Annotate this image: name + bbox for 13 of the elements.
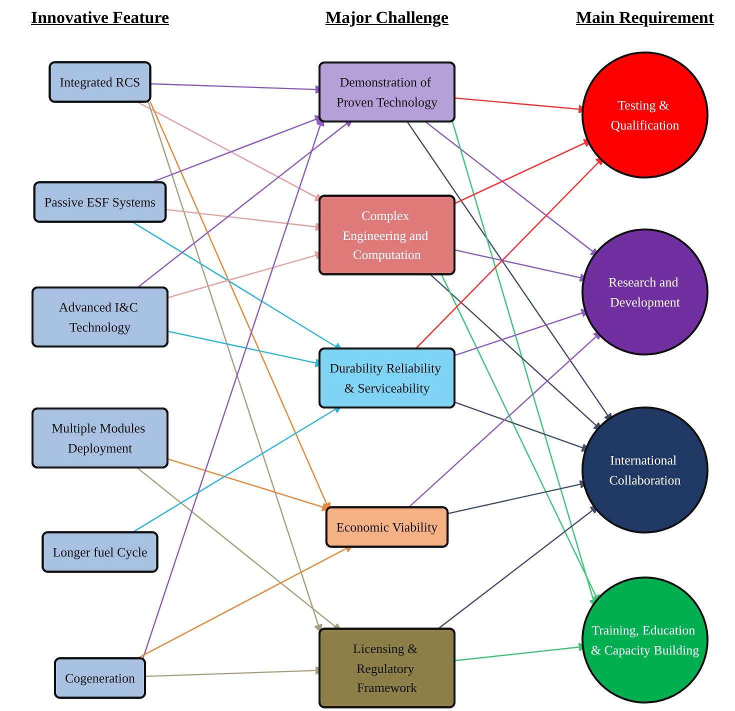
node-circle: International Collaboration bbox=[582, 406, 708, 534]
arrow bbox=[438, 505, 599, 630]
column-heading: Main Requirement bbox=[576, 8, 714, 28]
arrow bbox=[150, 102, 331, 512]
node-circle: Research and Development bbox=[582, 228, 708, 356]
column-heading: Innovative Feature bbox=[30, 8, 170, 28]
arrow bbox=[430, 274, 602, 431]
column-heading: Major Challenge bbox=[326, 8, 448, 28]
node-circle: Testing & Qualification bbox=[582, 52, 708, 178]
arrow bbox=[424, 120, 600, 257]
node-circle: Training, Education & Capacity Building bbox=[582, 576, 708, 704]
arrow bbox=[408, 331, 602, 508]
arrow bbox=[415, 156, 604, 349]
